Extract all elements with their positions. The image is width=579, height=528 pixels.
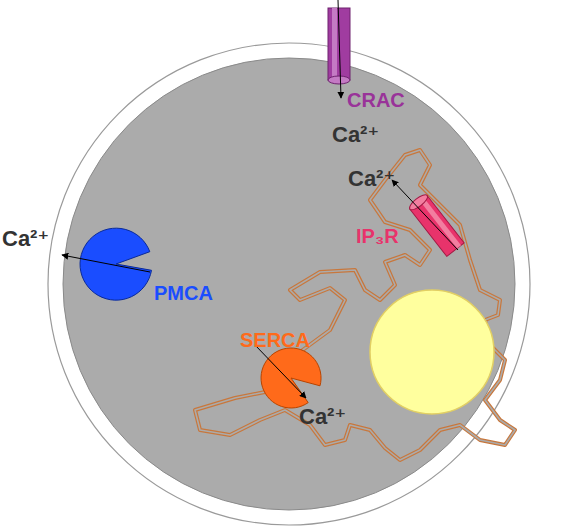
protein-label: IP₃R (356, 226, 399, 246)
ip3r-highlight (420, 198, 461, 248)
crac-highlight (332, 8, 337, 80)
protein-label: PMCA (154, 283, 213, 303)
crac-channel (328, 0, 350, 98)
ip3r-end (407, 192, 429, 212)
protein-label: SERCA (240, 330, 310, 350)
release-arrow (392, 180, 458, 250)
cell-membrane (48, 43, 530, 525)
cytoplasm (63, 58, 515, 510)
ion-label: Ca²⁺ (299, 406, 346, 428)
crac-end (328, 76, 350, 84)
serca-pump (261, 348, 321, 408)
protein-label: CRAC (347, 90, 405, 110)
ion-label: Ca²⁺ (332, 124, 379, 146)
nucleus (370, 290, 494, 414)
efflux-arrow (62, 255, 150, 272)
ion-label: Ca²⁺ (2, 228, 49, 250)
influx-arrow (338, 0, 341, 98)
endoplasmic-reticulum (195, 150, 515, 460)
er-lumen (195, 150, 515, 460)
ion-label: Ca²⁺ (348, 168, 395, 190)
uptake-arrow (255, 345, 306, 398)
er-outline (195, 150, 515, 460)
pmca-pump (80, 228, 151, 300)
